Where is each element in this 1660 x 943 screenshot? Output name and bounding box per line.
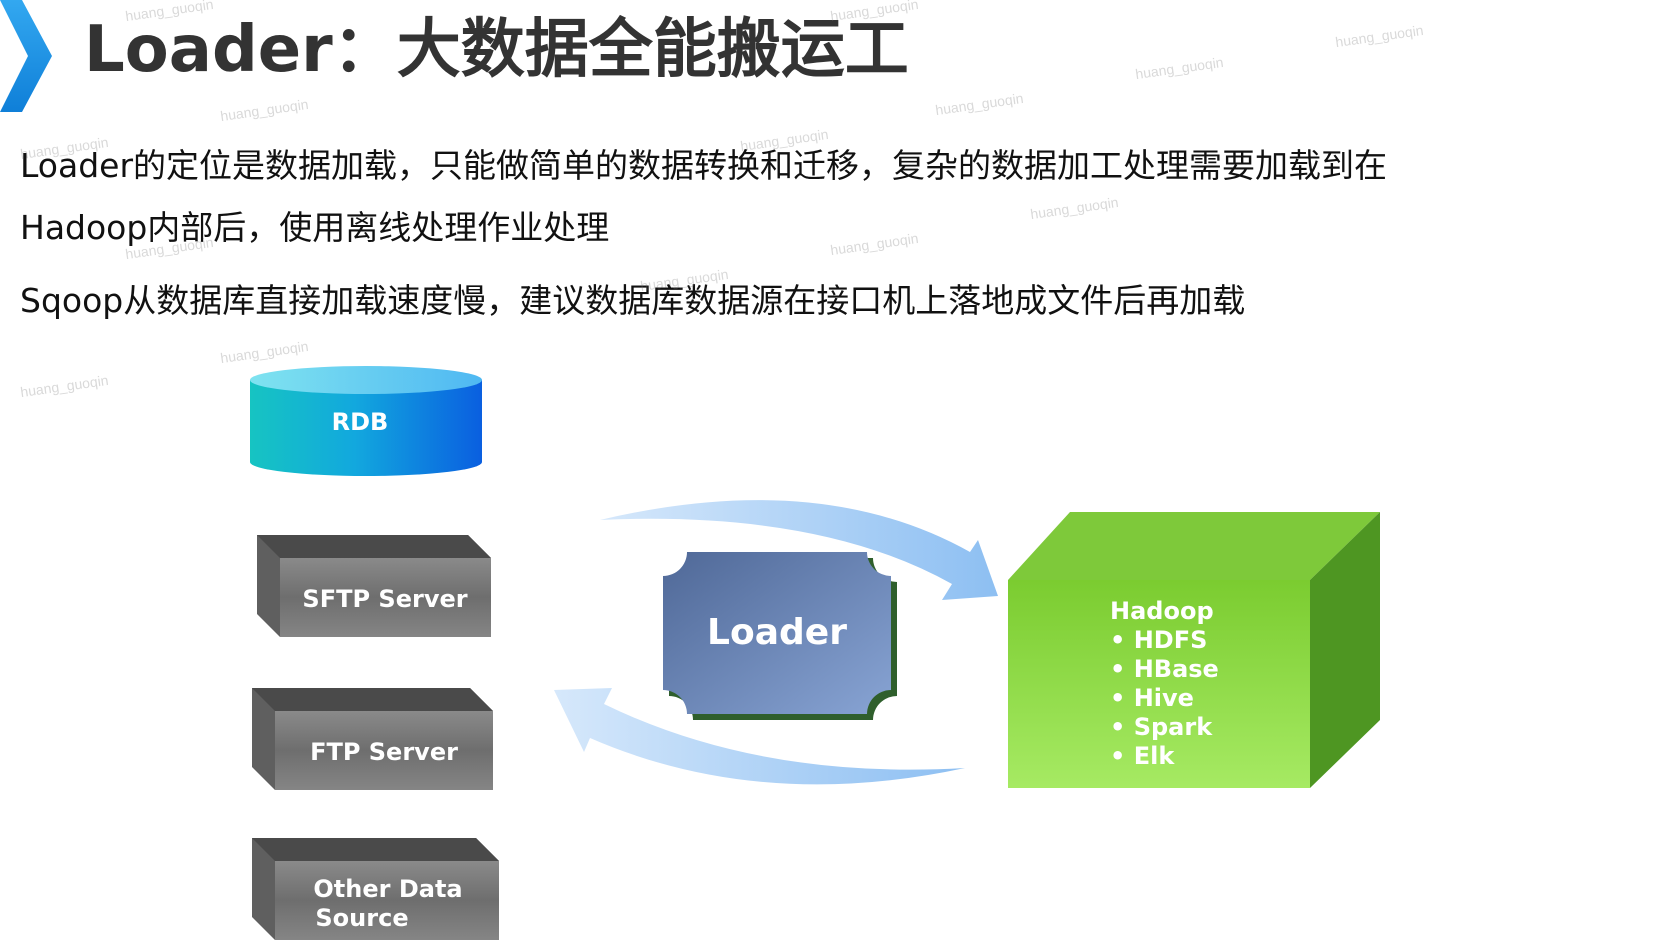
paragraph-1-line-2: Hadoop内部后，使用离线处理作业处理 (20, 208, 610, 247)
hadoop-item-spark: • Spark (1110, 713, 1213, 741)
rdb-cylinder: RDB (250, 366, 482, 476)
sftp-server-box: SFTP Server (257, 535, 491, 637)
hadoop-item-hdfs: • HDFS (1110, 626, 1207, 654)
hadoop-cube: Hadoop • HDFS • HBase • Hive • Spark • E… (1008, 512, 1380, 788)
slide-title: Loader：大数据全能搬运工 (84, 13, 909, 87)
other-data-source-label-line1: Other Data (313, 875, 462, 903)
hadoop-item-hbase: • HBase (1110, 655, 1219, 683)
loader-box: Loader (663, 552, 897, 720)
hadoop-item-hive: • Hive (1110, 684, 1194, 712)
accent-chevron-icon (0, 0, 60, 115)
other-data-source-box: Other Data Source (252, 838, 499, 940)
paragraph-2: Sqoop从数据库直接加载速度慢，建议数据库数据源在接口机上落地成文件后再加载 (20, 281, 1246, 320)
ftp-server-box: FTP Server (252, 688, 493, 790)
rdb-label: RDB (332, 408, 389, 436)
sftp-server-label: SFTP Server (302, 585, 467, 613)
arrow-to-sources (554, 688, 965, 785)
hadoop-item-elk: • Elk (1110, 742, 1175, 770)
arrow-to-hadoop (600, 500, 998, 600)
ftp-server-label: FTP Server (310, 738, 458, 766)
paragraph-1-line-1: Loader的定位是数据加载，只能做简单的数据转换和迁移，复杂的数据加工处理需要… (20, 146, 1388, 185)
loader-label: Loader (707, 612, 847, 653)
hadoop-title: Hadoop (1110, 597, 1214, 625)
other-data-source-label-line2: Source (315, 904, 408, 932)
